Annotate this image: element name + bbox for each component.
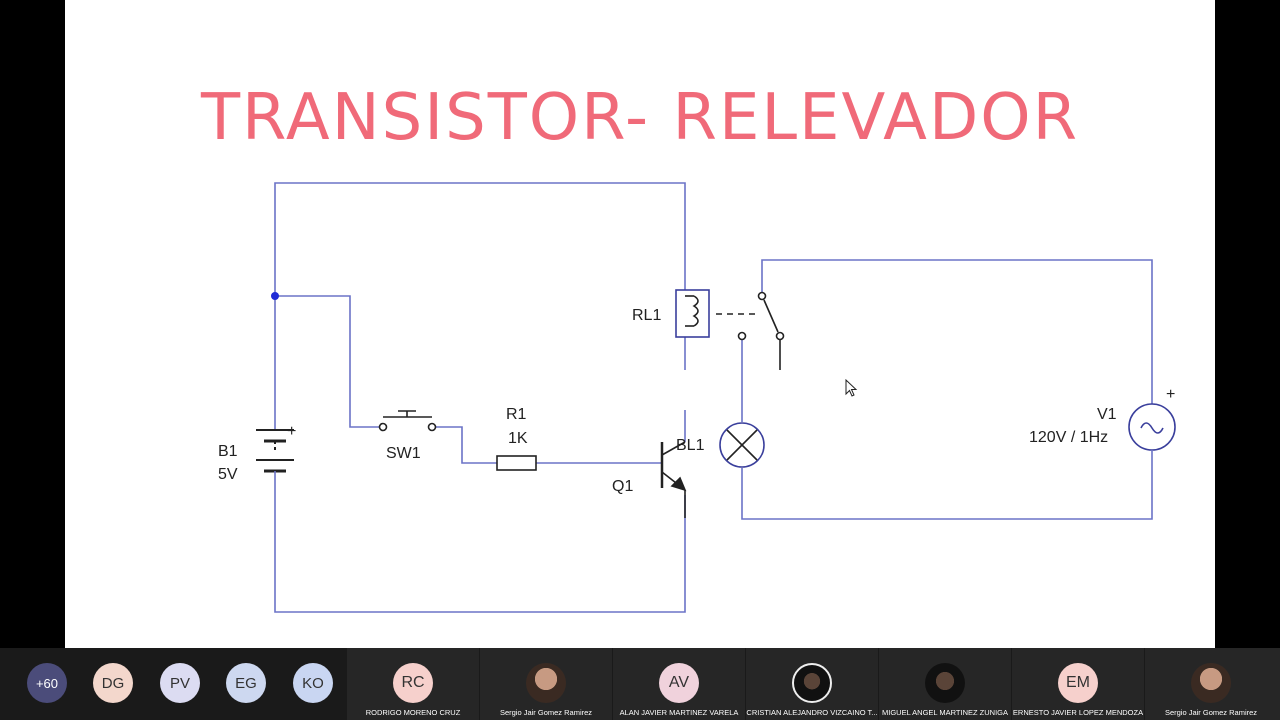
label-v1-plus: + <box>1166 386 1175 403</box>
participant-chip[interactable]: KO <box>293 663 333 703</box>
label-rl1: RL1 <box>632 307 661 324</box>
avatar <box>1191 663 1231 703</box>
avatar: AV <box>659 663 699 703</box>
participant-tile[interactable]: CRISTIAN ALEJANDRO VIZCAINO T... <box>746 648 878 720</box>
participant-tile[interactable]: MIGUEL ANGEL MARTINEZ ZUNIGA <box>879 648 1011 720</box>
circuit-diagram: + B1 5V SW1 R1 1K Q1 RL1 BL1 + V1 120V /… <box>218 182 1176 613</box>
presentation-slide: TRANSISTOR- RELEVADOR <box>65 0 1215 648</box>
relay-coil-rl1 <box>675 289 710 338</box>
participant-name: Sergio Jair Gomez Ramirez <box>1164 708 1258 717</box>
participant-chip[interactable]: PV <box>160 663 200 703</box>
label-b1-value: 5V <box>218 466 238 483</box>
participant-chip[interactable]: EG <box>226 663 266 703</box>
more-participants-button[interactable]: +60 <box>27 663 67 703</box>
participant-name: MIGUEL ANGEL MARTINEZ ZUNIGA <box>882 708 1008 717</box>
relay-contacts <box>737 291 785 370</box>
participant-name: RODRIGO MORENO CRUZ <box>365 708 461 717</box>
participant-tile[interactable]: EM ERNESTO JAVIER LOPEZ MENDOZA <box>1012 648 1144 720</box>
avatar <box>792 663 832 703</box>
push-switch-sw1 <box>378 410 437 432</box>
avatar: RC <box>393 663 433 703</box>
participant-tile[interactable]: AV ALAN JAVIER MARTINEZ VARELA <box>613 648 745 720</box>
label-r1: R1 <box>506 406 527 423</box>
avatar <box>925 663 965 703</box>
participant-name: CRISTIAN ALEJANDRO VIZCAINO T... <box>746 708 878 717</box>
participant-name: ALAN JAVIER MARTINEZ VARELA <box>619 708 739 717</box>
label-b1: B1 <box>218 443 238 460</box>
battery-b1 <box>256 412 294 515</box>
wire-sw-in <box>275 295 383 428</box>
label-q1: Q1 <box>612 478 633 495</box>
junction-dot <box>271 292 279 300</box>
label-bl1: BL1 <box>676 437 705 454</box>
ac-source-v1 <box>1128 372 1176 482</box>
participant-tile[interactable]: Sergio Jair Gomez Ramirez <box>1145 648 1280 720</box>
label-v1-value: 120V / 1Hz <box>1029 429 1108 446</box>
slide-title: TRANSISTOR- RELEVADOR <box>200 81 1080 155</box>
participant-tile[interactable]: RC RODRIGO MORENO CRUZ <box>347 648 479 720</box>
participant-tile[interactable]: Sergio Jair Gomez Ramirez <box>480 648 612 720</box>
mouse-pointer-icon <box>845 379 858 397</box>
resistor-r1 <box>496 455 537 471</box>
lamp-bl1 <box>719 370 765 468</box>
wire-sw-out <box>432 426 497 464</box>
label-v1: V1 <box>1097 406 1117 423</box>
participant-name: ERNESTO JAVIER LOPEZ MENDOZA <box>1012 708 1144 717</box>
label-sw1: SW1 <box>386 445 421 462</box>
participant-chip[interactable]: DG <box>93 663 133 703</box>
wire-right-bottom <box>741 482 1153 520</box>
transistor-q1 <box>660 441 687 518</box>
avatar: EM <box>1058 663 1098 703</box>
wire-top <box>274 182 686 412</box>
label-b1-plus: + <box>287 423 296 440</box>
wire-right-top <box>761 259 1153 372</box>
participant-name: Sergio Jair Gomez Ramirez <box>499 708 593 717</box>
wire-bottom <box>274 495 686 613</box>
participant-strip: +60 DG PV EG KO RC RODRIGO MORENO CRUZ S… <box>0 648 1280 720</box>
avatar <box>526 663 566 703</box>
label-r1-value: 1K <box>508 430 528 447</box>
